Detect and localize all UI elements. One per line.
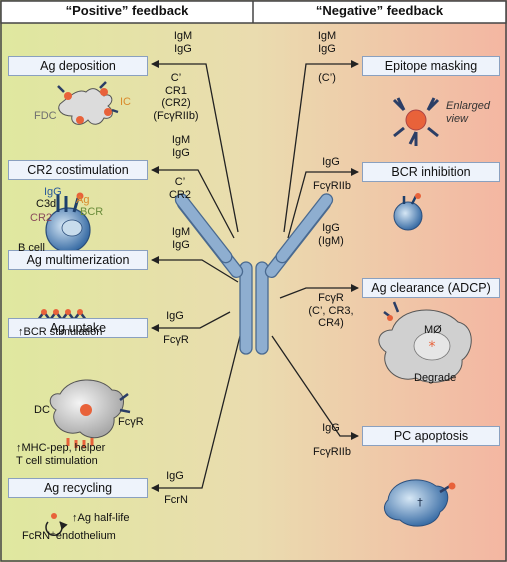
epitope-masking-icon xyxy=(392,97,440,146)
bcr-inhibition-cell-icon xyxy=(393,193,423,231)
arrow-epitope-masking xyxy=(283,60,359,233)
label-ag-deposition-antibodies: IgM IgG xyxy=(173,30,193,55)
label-uptake-receptor: FcγR xyxy=(163,334,189,346)
dendritic-cell-icon xyxy=(49,379,131,448)
label-recycling-receptor: FcrN xyxy=(164,494,188,506)
label-fcrn-endothelium: FcRN⁺endothelium xyxy=(22,530,116,542)
box-pc-apoptosis: PC apoptosis xyxy=(362,426,500,446)
label-cr2: CR2 xyxy=(30,212,53,224)
note-bcr-stimulation: ↑BCR stimulation xyxy=(18,326,103,338)
svg-text:*: * xyxy=(429,339,436,355)
header-negative: “Negative” feedback xyxy=(315,3,444,18)
note-enlarged-view: Enlarged view xyxy=(446,100,491,125)
label-apoptosis-receptor: FcγRIIb xyxy=(313,446,351,458)
arrow-ag-clearance xyxy=(279,284,359,299)
label-fcgr-dc: FcγR xyxy=(118,416,144,428)
label-macrophage: MØ xyxy=(424,324,442,336)
plasma-cell-apoptosis-icon: † xyxy=(384,479,456,527)
label-bcr-receptor: FcγRIIb xyxy=(313,180,351,192)
label-degrade: Degrade xyxy=(414,372,457,384)
arrow-cr2-costimulation xyxy=(151,166,235,239)
arrow-ag-uptake xyxy=(151,311,231,332)
box-bcr-inhibition: BCR inhibition xyxy=(362,162,500,182)
label-recycling-antibodies: IgG xyxy=(166,470,184,482)
b-cell-icon xyxy=(45,192,91,253)
macrophage-icon: * xyxy=(378,301,472,383)
box-epitope-masking: Epitope masking xyxy=(362,56,500,76)
label-multimer-antibodies: IgM IgG xyxy=(171,226,191,251)
note-ag-half-life: ↑Ag half-life xyxy=(72,512,130,524)
label-adcp-receptors: FcγR (C’, CR3, CR4) xyxy=(308,292,354,329)
arrow-ag-deposition xyxy=(151,60,239,233)
box-ag-uptake: Ag uptake xyxy=(8,318,148,338)
multimer-icon xyxy=(37,309,87,321)
label-fdc: FDC xyxy=(34,110,57,122)
label-uptake-antibodies: IgG xyxy=(166,310,184,322)
arrow-ag-multimerization xyxy=(151,256,239,283)
box-ag-multimerization: Ag multimerization xyxy=(8,250,148,270)
label-bcell: B cell xyxy=(18,242,45,254)
arrow-bcr-inhibition xyxy=(287,168,359,239)
label-ic: IC xyxy=(120,96,131,108)
svg-text:†: † xyxy=(417,496,423,509)
box-ag-recycling: Ag recycling xyxy=(8,478,148,498)
label-adcp-antibodies: IgG (IgM) xyxy=(318,222,344,247)
label-bcr: BCR xyxy=(80,206,104,218)
label-epitope-antibodies: IgM IgG xyxy=(317,30,337,55)
fdc-cell-icon xyxy=(57,81,119,125)
box-ag-clearance: Ag clearance (ADCP) xyxy=(362,278,500,298)
central-antibody xyxy=(174,193,334,355)
arrow-ag-recycling xyxy=(151,335,241,492)
label-c3d: C3d xyxy=(36,198,57,210)
box-ag-deposition: Ag deposition xyxy=(8,56,148,76)
label-apoptosis-antibodies: IgG xyxy=(322,422,340,434)
box-cr2-costimulation: CR2 costimulation xyxy=(8,160,148,180)
note-mhc-pep: ↑MHC-pep, helper T cell stimulation xyxy=(16,442,106,467)
label-bcr-antibodies: IgG xyxy=(322,156,340,168)
label-ag-bcell: Ag xyxy=(76,194,90,206)
label-epitope-receptor: (C’) xyxy=(318,72,336,84)
recycling-icon xyxy=(45,513,68,537)
arrows xyxy=(151,60,359,492)
label-ag-deposition-receptors: C’ CR1 (CR2) (FcγRIIb) xyxy=(153,72,199,122)
header-positive: “Positive” feedback xyxy=(65,3,189,18)
label-cr2-antibodies: IgM IgG xyxy=(171,134,191,159)
arrow-pc-apoptosis xyxy=(271,335,359,440)
label-cr2-receptors: C’ CR2 xyxy=(168,176,191,201)
label-igg-bcell: IgG xyxy=(44,186,62,198)
label-dc: DC xyxy=(34,404,50,416)
